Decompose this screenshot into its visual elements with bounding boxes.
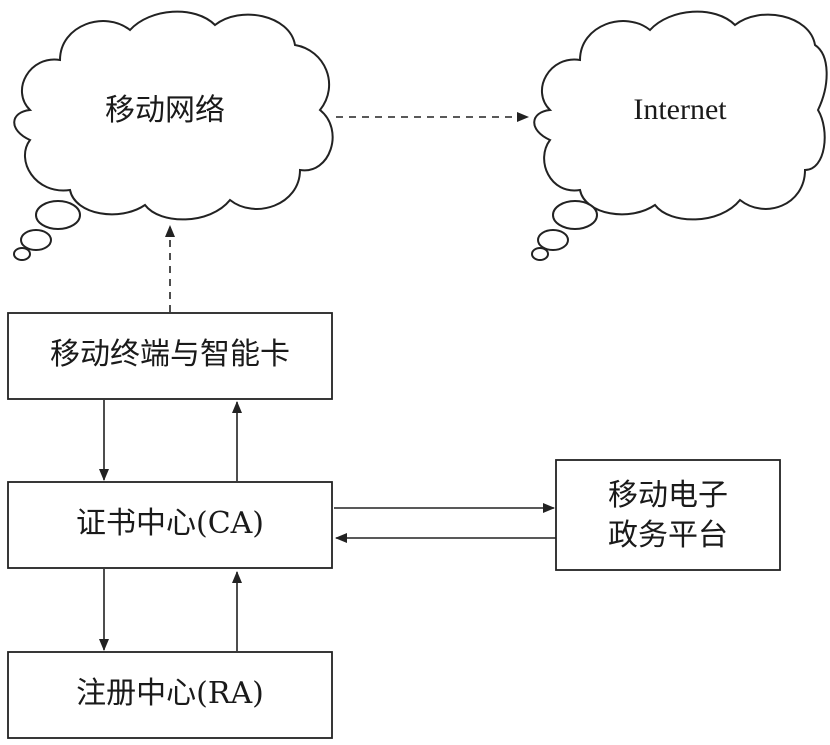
internet-label: Internet xyxy=(633,93,727,126)
ca-box: 证书中心(CA) xyxy=(7,481,333,569)
cloud-bubble-medium xyxy=(537,229,569,251)
cloud-bubble-large xyxy=(35,200,81,230)
gov-platform-box-frame xyxy=(555,459,781,571)
cloud-bubble-medium xyxy=(20,229,52,251)
terminal-label: 移动终端与智能卡 xyxy=(50,337,290,372)
ra-box-frame xyxy=(7,651,333,739)
internet-cloud: Internet xyxy=(531,10,828,261)
ra-box: 注册中心(RA) xyxy=(7,651,333,739)
ca-box-frame xyxy=(7,481,333,569)
terminal-box-frame xyxy=(7,312,333,400)
gov-platform-label-line1: 移动电子 xyxy=(608,478,728,513)
terminal-box: 移动终端与智能卡 xyxy=(7,312,333,400)
cloud-outline xyxy=(13,10,334,221)
cloud-outline xyxy=(533,10,828,221)
cloud-bubble-small xyxy=(531,247,549,261)
cloud-bubble-large xyxy=(552,200,598,230)
mobile-network-cloud: 移动网络 xyxy=(13,10,334,261)
gov-platform-box: 移动电子 政务平台 xyxy=(555,459,781,571)
ra-label: 注册中心(RA) xyxy=(76,676,264,711)
ca-label: 证书中心(CA) xyxy=(76,506,264,541)
cloud-bubble-small xyxy=(13,247,31,261)
mobile-network-label: 移动网络 xyxy=(105,93,225,128)
gov-platform-label-line2: 政务平台 xyxy=(608,518,728,553)
